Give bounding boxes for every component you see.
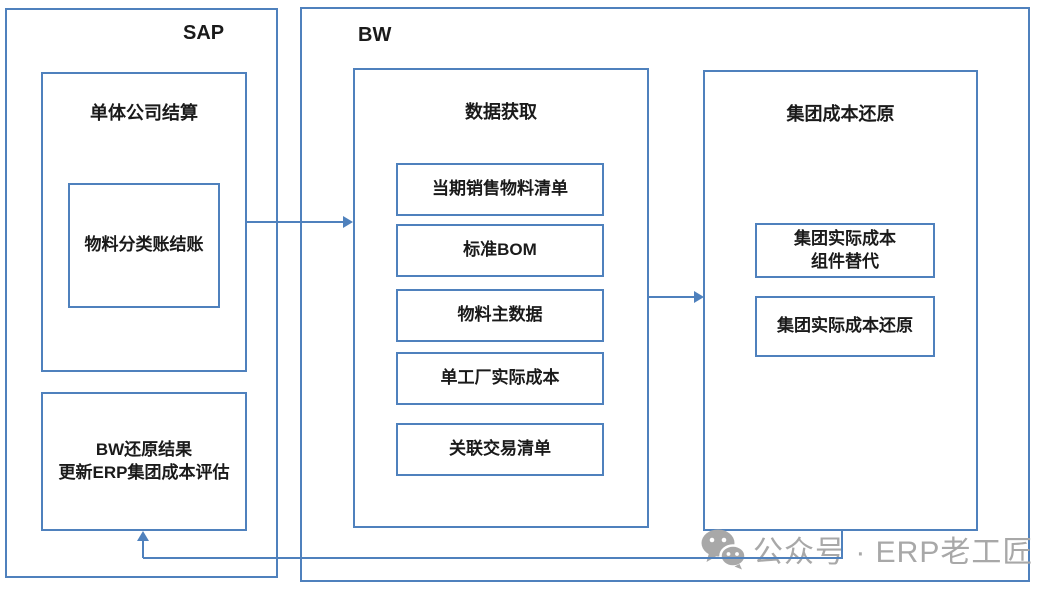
arrowhead-right-icon — [694, 291, 704, 303]
data-item-label: 当期销售物料清单 — [432, 179, 568, 199]
watermark-text: 公众号 · ERP老工匠 — [753, 536, 1034, 569]
data-item-label: 单工厂实际成本 — [440, 368, 560, 388]
group-cost-item-label: 集团实际成本还原 — [777, 316, 913, 336]
settlement-box: 单体公司结算 物料分类账结账 — [41, 72, 247, 372]
group-actual-cost-restoration-box: 集团实际成本还原 — [755, 296, 935, 357]
data-item-label: 关联交易清单 — [449, 439, 551, 459]
data-item-single-plant-actual-cost: 单工厂实际成本 — [396, 352, 604, 405]
data-item-label: 物料主数据 — [457, 305, 543, 325]
watermark: 公众号 · ERP老工匠 — [700, 527, 1033, 571]
bw-region: BW 数据获取 当期销售物料清单 标准BOM 物料主数据 单工厂实际成本 关联交… — [300, 7, 1030, 582]
data-acquisition-box: 数据获取 当期销售物料清单 标准BOM 物料主数据 单工厂实际成本 关联交易清单 — [353, 68, 649, 528]
group-cost-restoration-title: 集团成本还原 — [786, 104, 895, 124]
connector-feedback-horizontal — [143, 557, 843, 559]
connector-settlement-to-data-acquisition — [247, 221, 344, 223]
data-item-label: 标准BOM — [463, 240, 537, 260]
settlement-box-title: 单体公司结算 — [90, 103, 198, 123]
data-acquisition-title: 数据获取 — [465, 102, 537, 122]
material-ledger-closing-box: 物料分类账结账 — [68, 183, 220, 308]
bw-result-line1: BW还原结果 — [95, 439, 193, 459]
arrowhead-up-icon — [137, 531, 149, 541]
data-item-material-master: 物料主数据 — [396, 289, 604, 342]
bw-result-update-box: BW还原结果 更新ERP集团成本评估 — [41, 392, 247, 531]
data-item-standard-bom: 标准BOM — [396, 224, 604, 277]
sap-region-label: SAP — [183, 22, 225, 44]
bw-result-line2: 更新ERP集团成本评估 — [58, 462, 230, 482]
data-item-current-sales-list: 当期销售物料清单 — [396, 163, 604, 216]
arrowhead-right-icon — [343, 216, 353, 228]
connector-feedback-vertical-rise — [142, 540, 144, 558]
connector-feedback-vertical-drop — [841, 531, 843, 559]
group-cost-item-line2: 组件替代 — [811, 251, 879, 271]
bw-region-label: BW — [358, 24, 392, 46]
wechat-icon — [701, 529, 746, 570]
sap-region: SAP 单体公司结算 物料分类账结账 BW还原结果 更新ERP集团成本评估 — [5, 8, 278, 578]
connector-data-acquisition-to-group-cost — [649, 296, 695, 298]
material-ledger-closing-label: 物料分类账结账 — [84, 235, 204, 255]
group-cost-restoration-box: 集团成本还原 集团实际成本 组件替代 集团实际成本还原 — [703, 70, 978, 531]
group-cost-item-line1: 集团实际成本 — [794, 228, 896, 248]
data-item-related-transaction-list: 关联交易清单 — [396, 423, 604, 476]
group-actual-cost-component-substitution-box: 集团实际成本 组件替代 — [755, 223, 935, 278]
